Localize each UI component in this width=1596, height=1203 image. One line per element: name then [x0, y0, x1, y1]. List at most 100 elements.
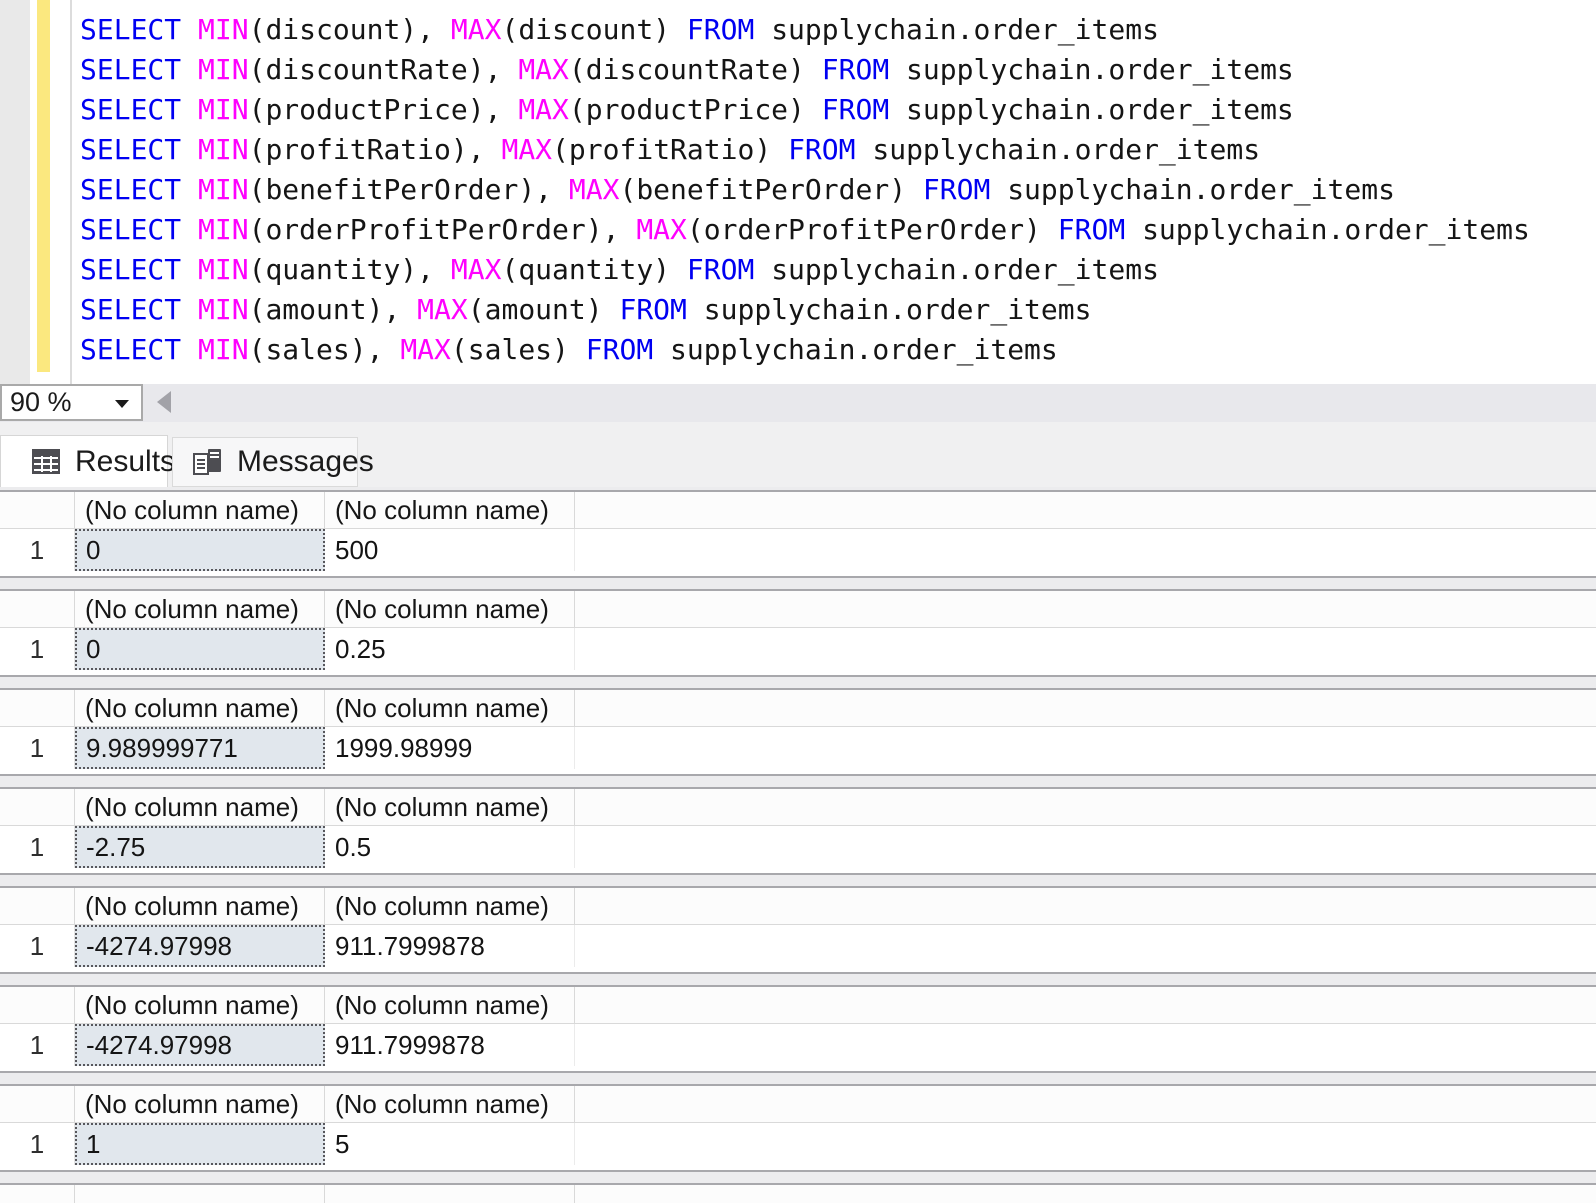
sql-function: MAX [568, 173, 620, 206]
grid-header-row: (No column name) (No column name) [0, 591, 1596, 628]
grid-cell-max[interactable]: 0.5 [325, 826, 575, 868]
sql-text [181, 213, 198, 246]
sql-keyword: SELECT [80, 133, 182, 166]
sql-keyword: FROM [821, 53, 890, 86]
grid-cell-min[interactable]: 1 [75, 1123, 325, 1165]
sql-keyword: SELECT [80, 293, 182, 326]
table-row: 1 -4274.97998 911.7999878 [0, 925, 1596, 967]
sql-keyword: SELECT [80, 213, 182, 246]
result-grid: (No column name) (No column name) 1 -427… [0, 985, 1596, 1073]
sql-text [181, 293, 198, 326]
sql-function: MAX [450, 13, 502, 46]
row-header[interactable]: 1 [0, 727, 75, 769]
grid-cell-min[interactable]: -4274.97998 [75, 1024, 325, 1066]
column-header[interactable]: (No column name) [325, 492, 575, 528]
grid-cell-min[interactable]: 0 [75, 628, 325, 670]
column-header[interactable]: (No column name) [75, 492, 325, 528]
grid-cell-min[interactable]: 0 [75, 529, 325, 571]
grid-header-row [0, 1185, 1596, 1203]
sql-text [181, 13, 198, 46]
row-header[interactable]: 1 [0, 826, 75, 868]
grid-cell-max[interactable]: 911.7999878 [325, 925, 575, 967]
code-line: SELECT MIN(productPrice), MAX(productPri… [80, 90, 1530, 130]
sql-text: (discount), [248, 13, 451, 46]
grid-cell-min[interactable]: 9.989999771 [75, 727, 325, 769]
column-header[interactable] [325, 1185, 575, 1203]
table-row: 1 -4274.97998 911.7999878 [0, 1024, 1596, 1066]
scroll-left-button[interactable] [151, 389, 177, 417]
code-line: SELECT MIN(amount), MAX(amount) FROM sup… [80, 290, 1530, 330]
sql-keyword: FROM [821, 93, 890, 126]
grid-cell-max[interactable]: 5 [325, 1123, 575, 1165]
table-row: 1 0 0.25 [0, 628, 1596, 670]
code-line: SELECT MIN(quantity), MAX(quantity) FROM… [80, 250, 1530, 290]
result-grid: (No column name) (No column name) 1 0 0.… [0, 589, 1596, 677]
grid-corner-header[interactable] [0, 987, 75, 1023]
row-header[interactable]: 1 [0, 1024, 75, 1066]
sql-editor[interactable]: SELECT MIN(discount), MAX(discount) FROM… [0, 0, 1596, 384]
column-header[interactable]: (No column name) [75, 1086, 325, 1122]
table-row: 1 0 500 [0, 529, 1596, 571]
column-header[interactable]: (No column name) [75, 591, 325, 627]
column-header[interactable]: (No column name) [325, 591, 575, 627]
grid-corner-header[interactable] [0, 1086, 75, 1122]
editor-gutter [0, 0, 30, 384]
sql-text [181, 173, 198, 206]
result-grid: (No column name) (No column name) 1 9.98… [0, 688, 1596, 776]
tab-messages[interactable]: Messages [172, 437, 374, 487]
result-grid: (No column name) (No column name) 1 -2.7… [0, 787, 1596, 875]
sql-keyword: SELECT [80, 13, 182, 46]
sql-keyword: SELECT [80, 253, 182, 286]
grid-corner-header[interactable] [0, 1185, 75, 1203]
grid-corner-header[interactable] [0, 492, 75, 528]
sql-text: (benefitPerOrder), [248, 173, 569, 206]
grid-corner-header[interactable] [0, 690, 75, 726]
results-pane: (No column name) (No column name) 1 0 50… [0, 487, 1596, 1203]
column-header[interactable]: (No column name) [75, 888, 325, 924]
column-header[interactable]: (No column name) [75, 690, 325, 726]
horizontal-scrollbar[interactable]: 90 % [0, 384, 1596, 422]
zoom-level-dropdown[interactable]: 90 % [0, 384, 143, 421]
row-header[interactable]: 1 [0, 925, 75, 967]
grid-corner-header[interactable] [0, 789, 75, 825]
column-header[interactable]: (No column name) [75, 987, 325, 1023]
sql-function: MIN [198, 13, 249, 46]
sql-function: MIN [198, 333, 249, 366]
grid-corner-header[interactable] [0, 888, 75, 924]
chevron-down-icon [112, 396, 132, 410]
sql-text: (profitRatio) [552, 133, 789, 166]
sql-text [181, 253, 198, 286]
column-header[interactable]: (No column name) [325, 1086, 575, 1122]
row-header[interactable]: 1 [0, 628, 75, 670]
grid-cell-min[interactable]: -4274.97998 [75, 925, 325, 967]
column-header[interactable]: (No column name) [325, 987, 575, 1023]
grid-cell-max[interactable]: 500 [325, 529, 575, 571]
code-line: SELECT MIN(benefitPerOrder), MAX(benefit… [80, 170, 1530, 210]
sql-function: MAX [400, 333, 451, 366]
sql-text [181, 93, 198, 126]
grid-corner-header[interactable] [0, 591, 75, 627]
sql-keyword: SELECT [80, 173, 182, 206]
column-header[interactable] [75, 1185, 325, 1203]
sql-text: supplychain.order_items [1125, 213, 1530, 246]
grid-cell-min[interactable]: -2.75 [75, 826, 325, 868]
row-header[interactable]: 1 [0, 1123, 75, 1165]
sql-keyword: FROM [922, 173, 991, 206]
column-header[interactable]: (No column name) [75, 789, 325, 825]
sql-function: MIN [198, 93, 249, 126]
row-header[interactable]: 1 [0, 529, 75, 571]
grid-cell-max[interactable]: 0.25 [325, 628, 575, 670]
tab-results[interactable]: Results [0, 435, 175, 487]
sql-function: MAX [636, 213, 687, 246]
grid-cell-max[interactable]: 1999.98999 [325, 727, 575, 769]
grid-cell-max[interactable]: 911.7999878 [325, 1024, 575, 1066]
sql-function: MIN [198, 133, 249, 166]
column-header[interactable]: (No column name) [325, 690, 575, 726]
column-header[interactable]: (No column name) [325, 789, 575, 825]
sql-function: MAX [518, 93, 569, 126]
column-header[interactable]: (No column name) [325, 888, 575, 924]
tab-messages-label: Messages [237, 445, 374, 478]
sql-keyword: FROM [585, 333, 654, 366]
sql-keyword: FROM [1057, 213, 1126, 246]
code-line: SELECT MIN(sales), MAX(sales) FROM suppl… [80, 330, 1530, 370]
